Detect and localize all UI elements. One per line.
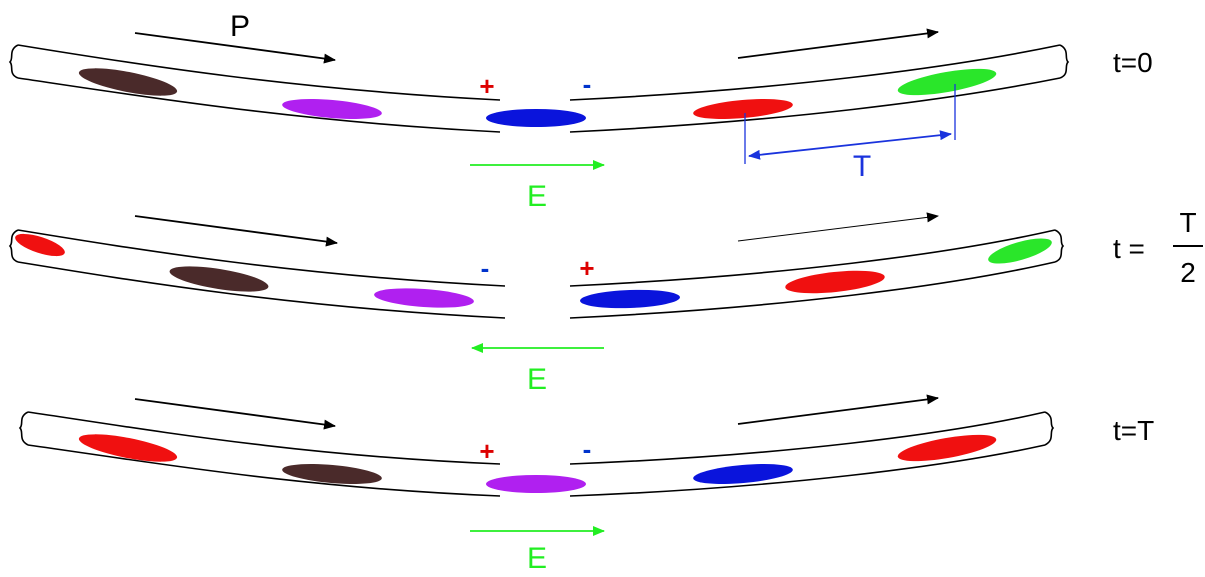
beam-pipe-left bbox=[8, 229, 506, 319]
bunch-blue bbox=[580, 289, 680, 309]
bunch-brown bbox=[282, 464, 382, 484]
time-label-t-half: t = T 2 bbox=[1113, 207, 1203, 288]
bunch-red bbox=[785, 270, 885, 294]
beam-pipe-right bbox=[569, 411, 1055, 497]
time-label-tT: t=T bbox=[1113, 415, 1154, 446]
bunch-purple bbox=[374, 288, 474, 308]
time-fraction-denominator: 2 bbox=[1180, 257, 1196, 288]
bunch-blue bbox=[486, 109, 586, 127]
panel-t0: P + - E T t=0 bbox=[8, 10, 1153, 213]
bunch-purple bbox=[486, 475, 586, 493]
gap-left-sign: - bbox=[481, 253, 490, 283]
field-label: E bbox=[527, 363, 547, 396]
time-fraction-numerator: T bbox=[1179, 207, 1196, 238]
bunch-green bbox=[988, 238, 1052, 264]
beam-pipe-left bbox=[8, 44, 501, 133]
momentum-arrow-right bbox=[737, 28, 939, 59]
momentum-arrow-left bbox=[134, 32, 336, 64]
momentum-arrow-right bbox=[737, 394, 939, 425]
svg-text:t =: t = bbox=[1113, 233, 1145, 264]
momentum-arrow-left bbox=[134, 215, 338, 247]
field-label: E bbox=[527, 542, 547, 572]
panel-t-half: - + E t = T 2 bbox=[8, 207, 1203, 396]
momentum-label: P bbox=[230, 10, 250, 43]
bunch-red-entering bbox=[15, 233, 65, 257]
gap-left-sign: + bbox=[479, 71, 494, 101]
gap-left-sign: + bbox=[479, 436, 494, 466]
bunch-red bbox=[78, 434, 178, 462]
period-marker bbox=[744, 84, 956, 164]
gap-right-sign: + bbox=[579, 253, 594, 283]
bunch-blue bbox=[693, 464, 793, 484]
bunch-brown bbox=[169, 266, 269, 292]
bunch-green bbox=[897, 68, 997, 96]
momentum-arrow-left bbox=[134, 398, 336, 430]
gap-right-sign: - bbox=[583, 434, 592, 464]
period-label: T bbox=[853, 150, 871, 183]
beam-pipe-right bbox=[569, 44, 1070, 133]
bunch-red-2 bbox=[897, 434, 997, 462]
beam-pipe-left bbox=[18, 411, 501, 497]
momentum-arrow-right bbox=[737, 212, 939, 242]
time-label-t0: t=0 bbox=[1113, 47, 1153, 78]
field-label: E bbox=[527, 180, 547, 213]
bunch-purple bbox=[282, 99, 382, 119]
panel-tT: + - E t=T bbox=[18, 394, 1154, 575]
gap-right-sign: - bbox=[583, 69, 592, 99]
bunch-red bbox=[693, 99, 793, 119]
beam-pipe-right bbox=[569, 229, 1065, 319]
bunch-brown bbox=[78, 68, 178, 96]
